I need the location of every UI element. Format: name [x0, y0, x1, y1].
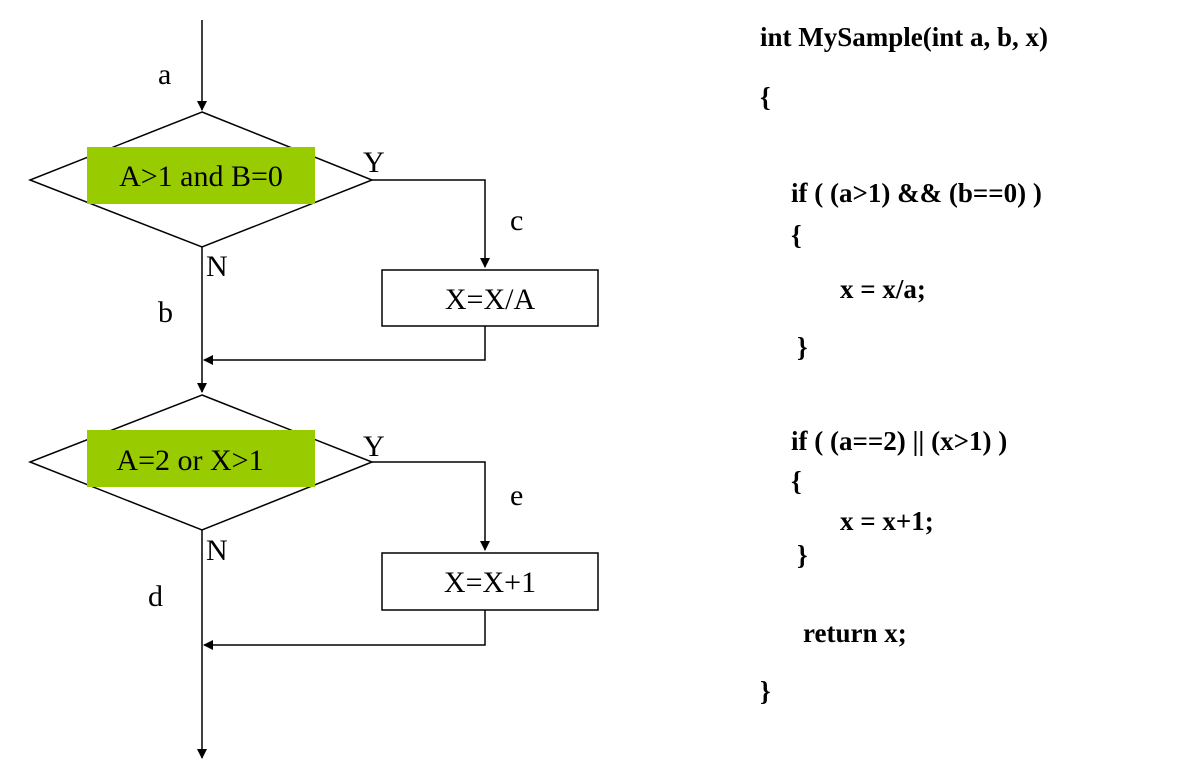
decision-2-yes-label: Y [363, 430, 385, 463]
code-if-2-open-brace: { [791, 466, 802, 496]
process-2-text: X=X+1 [444, 566, 536, 599]
code-statement-1: x = x/a; [840, 274, 926, 304]
edge-e [372, 461, 490, 551]
code-if-1-open-brace: { [791, 220, 802, 250]
code-if-1: if ( (a>1) && (b==0) ) [791, 178, 1042, 208]
process-1-text: X=X/A [445, 283, 536, 316]
process-2-box [381, 552, 599, 611]
edge-label-e: e [510, 479, 523, 512]
edge-label-c: c [510, 204, 523, 237]
code-if-2: if ( (a==2) || (x>1) ) [791, 426, 1008, 456]
code-if-1-close-brace: } [797, 332, 808, 362]
code-signature: int MySample(int a, b, x) [760, 22, 1049, 52]
process-1-box [381, 269, 599, 327]
edge-label-d: d [148, 580, 163, 613]
decision-1-highlight [87, 147, 315, 204]
merge-1 [203, 326, 486, 365]
edge-label-a: a [158, 58, 171, 91]
code-if-2-close-brace: } [797, 540, 808, 570]
decision-1-yes-label: Y [363, 146, 385, 179]
merge-2 [203, 610, 486, 650]
decision-2-condition: A=2 or X>1 [116, 444, 263, 477]
code-statement-2: x = x+1; [840, 506, 934, 536]
edge-label-b: b [158, 296, 173, 329]
decision-2-highlight [87, 430, 315, 487]
code-open-brace: { [760, 82, 771, 112]
decision-1-no-label: N [206, 250, 228, 283]
decision-1-condition: A>1 and B=0 [119, 160, 283, 193]
code-close-brace: } [760, 676, 771, 706]
code-return: return x; [803, 618, 907, 648]
decision-2-no-label: N [206, 534, 228, 567]
edge-c [372, 179, 490, 268]
flowchart: a A>1 and B=0 Y N c X=X/A b A=2 or X>1 Y… [27, 20, 599, 759]
